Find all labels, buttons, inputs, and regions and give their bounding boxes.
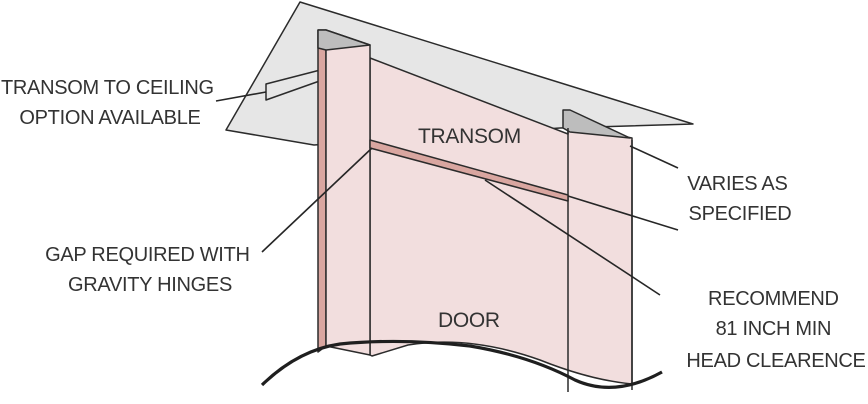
leader-recommend <box>484 179 661 296</box>
transom-label: TRANSOM <box>418 125 521 148</box>
gravity-hinge-gap <box>369 139 569 202</box>
callout-varies: VARIES AS SPECIFIED <box>687 173 793 225</box>
leader-varies-2 <box>567 195 679 231</box>
left-post <box>317 29 327 353</box>
door-label: DOOR <box>438 309 500 332</box>
leader-transom-to-ceiling <box>215 91 267 102</box>
leader-gap-required <box>261 147 373 253</box>
right-post-cap <box>562 109 631 139</box>
left-post-return <box>325 29 371 356</box>
callout-gap-required: GAP REQUIRED WITH GRAVITY HINGES <box>45 244 255 296</box>
floor-line <box>260 339 663 389</box>
left-post-cap <box>317 29 371 51</box>
callout-transom-to-ceiling: TRANSOM TO CEILING OPTION AVAILABLE <box>1 77 219 129</box>
callout-recommend: RECOMMEND 81 INCH MIN HEAD CLEARENCE <box>686 288 865 372</box>
leader-varies <box>629 145 679 169</box>
